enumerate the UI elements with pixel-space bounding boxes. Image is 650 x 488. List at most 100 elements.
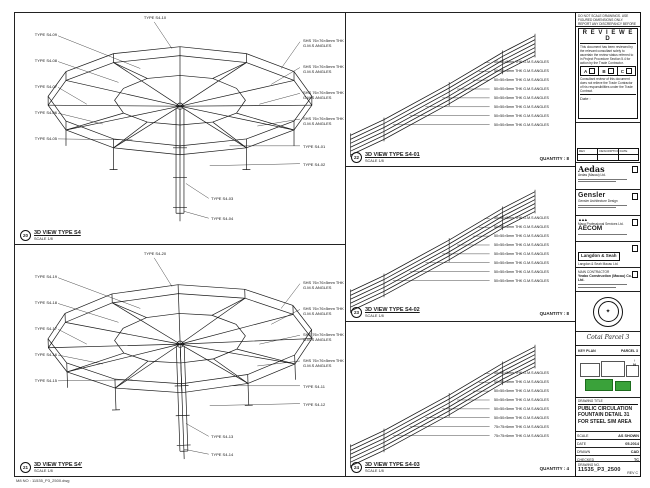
firm-name: Aedas (Macau) Ltd. <box>578 173 606 177</box>
status-letter: B <box>602 68 606 74</box>
callout-label: SHS 76×76×5mm THK G.M.S ANGLES <box>303 90 344 100</box>
callout-label: 50×50×5mm THK G.M.S ANGLES <box>494 87 549 91</box>
callout-label: 50×50×5mm THK G.M.S ANGLES <box>494 407 549 411</box>
view-caption: 21 3D VIEW TYPE S4' SCALE 1/8 <box>20 462 82 473</box>
keyplan-highlight <box>585 379 613 391</box>
note-line: DO NOT SCALE DRAWINGS. USE FIGURED DIMEN… <box>578 14 629 22</box>
status-letter: A <box>584 68 588 74</box>
callout-label: SHS 76×76×5mm THK G.M.S ANGLES <box>303 38 344 48</box>
callout-label: 50×50×5mm THK G.M.S ANGLES <box>494 389 549 393</box>
address-text-bars <box>578 178 638 182</box>
callout-label: TYPE S4-05 <box>34 136 57 141</box>
aecom-logo-icon: ▲▲▲ <box>578 217 588 222</box>
rev-empty-row <box>578 154 638 160</box>
callout-label: TYPE S4-19 <box>34 274 57 279</box>
callout-label: TYPE S4-08 <box>34 58 57 63</box>
consultant-aecom: ▲▲▲ Maca Professional Services Ltd. AECO… <box>576 216 640 242</box>
view-scale: SCALE 1/8 <box>365 469 384 473</box>
callout-label: TYPE S4-03 <box>211 196 234 201</box>
aedas-logo: Aedas <box>578 164 605 174</box>
callout-label: 50×50×5mm THK G.M.S ANGLES <box>494 243 549 247</box>
view-caption: 22 3D VIEW TYPE S4-01 SCALE 1/8 <box>351 152 420 163</box>
info-fields: SCALE AS SHOWN DATE 05.2014 DRAWN CAD CH… <box>576 432 640 462</box>
field-value: 05.2014 <box>625 441 639 446</box>
review-status-c: C <box>618 67 635 75</box>
review-status-b: B <box>599 67 618 75</box>
reviewed-stamp: R E V I E W E D This document has been r… <box>576 27 640 123</box>
revision-table: REV DESCRIPTION DATE <box>577 148 639 161</box>
seal-star-icon: ✦ <box>597 301 619 322</box>
address-text-bars <box>578 234 638 235</box>
view-caption: 20 3D VIEW TYPE S4 SCALE 1/8 <box>20 230 81 241</box>
panel-3d-view-s4-alt: TYPE S4-20 TYPE S4-19 TYPE S4-18 TYPE S4… <box>14 244 346 477</box>
drawing-title-line: PUBLIC CIRCULATION <box>578 405 633 412</box>
panel-3d-view-s4: TYPE S4-10 TYPE S4-09 TYPE S4-08 TYPE S4… <box>14 12 346 245</box>
callout-label: 50×50×5mm THK G.M.S ANGLES <box>494 60 549 64</box>
drawing-number: DRAWING NO. 11535_P3_2500 REV C <box>576 462 640 476</box>
callout-label: 75×75×6mm THK G.M.S ANGLES <box>494 425 549 429</box>
view-caption: 24 3D VIEW TYPE S4-03 SCALE 1/8 <box>351 462 420 473</box>
callout-label: 50×50×5mm THK G.M.S ANGLES <box>494 216 549 220</box>
field-value: CAD <box>630 449 639 454</box>
callout-label: 50×50×5mm THK G.M.S ANGLES <box>494 78 549 82</box>
panel-3d-view-s4-02: 50×50×5mm THK G.M.S ANGLES 50×50×5mm THK… <box>345 166 576 322</box>
field-row: SCALE AS SHOWN <box>576 432 640 440</box>
status-checkbox <box>607 68 614 74</box>
callout-label: TYPE S4-09 <box>34 32 57 37</box>
field-row: CHECKED TC <box>576 456 640 462</box>
status-checkbox <box>625 68 632 74</box>
detail-ref-bubble: 22 <box>351 152 362 163</box>
rev-header: REV <box>578 149 599 154</box>
firm-name: Maca Professional Services Ltd. <box>578 222 624 226</box>
keyplan-building <box>580 363 600 377</box>
detail-ref-bubble: 21 <box>20 462 31 473</box>
detail-ref-bubble: 20 <box>20 230 31 241</box>
reviewed-date: Date : <box>580 94 636 101</box>
contractor-name: Yeabo Construction (Macau) Co. Ltd. <box>578 274 632 283</box>
callout-label: TYPE S4-18 <box>34 300 57 305</box>
address-text-bars <box>578 204 638 208</box>
keyplan-building <box>601 361 625 377</box>
callout-label: 75×75×6mm THK G.M.S ANGLES <box>494 434 549 438</box>
consultant-gensler: Gensler Gensler Architecture Design <box>576 190 640 216</box>
callout-label: 50×50×5mm THK G.M.S ANGLES <box>494 96 549 100</box>
callout-label: 50×50×5mm THK G.M.S ANGLES <box>494 252 549 256</box>
umbrella-structure-drawing <box>45 257 317 465</box>
callout-label: TYPE S4-20 <box>143 251 167 256</box>
reviewed-title: R E V I E W E D <box>580 30 636 44</box>
view-scale: SCALE 1/8 <box>365 159 384 163</box>
detail-ref-bubble: 24 <box>351 462 362 473</box>
callout-label: TYPE S4-11 <box>303 384 325 389</box>
firm-name: Langdon & Seah Macau Ltd. <box>578 262 619 266</box>
field-row: DRAWN CAD <box>576 448 640 456</box>
status-checkbox <box>589 68 596 74</box>
file-reference: M8 NO : 11535_P3_2500.dwg <box>16 478 70 483</box>
callout-label: TYPE S4-17 <box>34 326 57 331</box>
drawing-number-value: 11535_P3_2500 <box>578 467 621 473</box>
reviewed-note: Consultant review of this document does … <box>580 77 633 93</box>
quantity-note: QUANTITY : 8 <box>539 311 569 316</box>
view-title: 3D VIEW TYPE S4-02 <box>365 307 420 313</box>
pipe-bundle-drawing <box>350 33 536 158</box>
rev-header: DESCRIPTION <box>599 149 619 154</box>
contractor-role: MAIN CONTRACTOR <box>578 270 610 274</box>
callout-label: SHS 76×76×5mm THK G.M.S ANGLES <box>303 64 344 74</box>
callout-label: 50×50×5mm THK G.M.S ANGLES <box>494 105 549 109</box>
project-brand: Cotai Parcel 3 <box>576 332 640 346</box>
pipe-bundle-drawing <box>350 344 536 469</box>
keyplan-label: KEY PLAN <box>578 348 596 353</box>
approval-checkbox <box>631 219 638 226</box>
key-plan: ↑ N <box>576 356 640 398</box>
callout-label: SHS 76×76×5mm THK G.M.S ANGLES <box>303 306 344 316</box>
view-scale: SCALE 1/8 <box>365 314 384 318</box>
keyplan-header: KEY PLAN PARCEL 3 <box>576 346 640 356</box>
review-status-row: A B C <box>580 66 636 76</box>
approval-checkbox <box>631 166 638 173</box>
main-contractor: MAIN CONTRACTOR Yeabo Construction (Maca… <box>576 268 640 292</box>
reviewed-body: This document has been reviewed by the r… <box>580 45 634 65</box>
callout-label: TYPE S4-13 <box>211 434 234 439</box>
address-text-bars <box>578 284 638 288</box>
callout-label: SHS 76×76×5mm THK G.M.S ANGLES <box>303 280 344 290</box>
gensler-logo: Gensler <box>578 192 606 199</box>
